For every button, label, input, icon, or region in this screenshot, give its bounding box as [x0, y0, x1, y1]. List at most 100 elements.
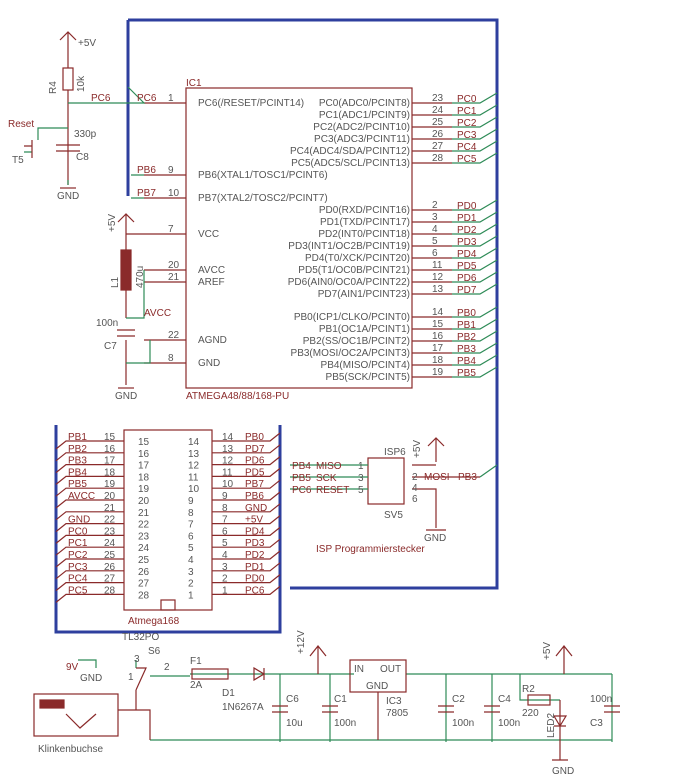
- header-right-outer-num: 11: [222, 467, 233, 478]
- header-left-inner-num: 19: [138, 484, 150, 495]
- header-right-outer-num: 10: [222, 479, 234, 490]
- reset-circuit: +5V R4 10k 330p C8 Reset T5 GND: [8, 31, 112, 202]
- ic1-right-pin-num: 4: [432, 224, 438, 235]
- ic1-right-pin-name: PB2(SS/OC1B/PCINT2): [303, 336, 410, 347]
- header-right-inner-num: 2: [188, 579, 194, 590]
- header-left-outer-num: 22: [104, 515, 116, 526]
- header-right-outer-num: 7: [222, 515, 228, 526]
- supply-switch-ref: S6: [148, 646, 161, 657]
- filter-gnd: GND: [115, 391, 137, 402]
- isp-left-net: PC6: [292, 485, 312, 496]
- ic1-left-pin-name: AREF: [198, 277, 225, 288]
- supply-vin: +12V: [296, 630, 307, 654]
- isp-pin-2: 2: [412, 472, 418, 483]
- header-right-net: PD5: [245, 467, 265, 478]
- header-right-net: PD0: [245, 574, 265, 585]
- header-left-net: PB3: [68, 456, 87, 467]
- ic1-right-pin-name: PC4(ADC4/SDA/PCINT12): [290, 146, 410, 157]
- ic1-right-pin-num: 18: [432, 355, 444, 366]
- ic1-left-pin-num: 7: [168, 224, 174, 235]
- ic1-right-pin-name: PB1(OC1A/PCINT1): [319, 324, 410, 335]
- ic1-right-net-label: PB3: [457, 344, 476, 355]
- ic1-right-net-label: PD6: [457, 273, 477, 284]
- header-right-wires: [212, 432, 281, 595]
- ic1-right-pin-name: PD2(INT0/PCINT18): [318, 229, 410, 240]
- header-right-net: PD1: [245, 562, 265, 573]
- header-left-outer-num: 15: [104, 432, 116, 443]
- ic1-right-pin-num: 19: [432, 367, 444, 378]
- isp-left-net: PB4: [292, 461, 311, 472]
- reset-c-ref: C8: [76, 152, 89, 163]
- header-right-net: PC6: [245, 585, 265, 596]
- header-left-wires: [55, 440, 124, 603]
- header-right-inner-num: 9: [188, 496, 194, 507]
- ic1-right-net-label: PD3: [457, 237, 477, 248]
- header-right-net: PD4: [245, 526, 265, 537]
- ic1-right-pin-num: 11: [432, 260, 443, 271]
- header-right-inner-num: 1: [188, 590, 194, 601]
- header-right-net: +5V: [245, 515, 263, 526]
- ic1-right-pin-name: PD3(INT1/OC2B/PCINT19): [288, 241, 410, 252]
- header-part: Atmega168: [128, 616, 180, 627]
- ic1-right-pin-num: 24: [432, 105, 444, 116]
- isp-gnd: GND: [424, 533, 446, 544]
- header-left-net: PB2: [68, 444, 87, 455]
- header-left-net: PC0: [68, 526, 88, 537]
- ic1-right-net-label: PC3: [457, 130, 477, 141]
- ic1-right-pin-num: 15: [432, 319, 444, 330]
- header-left-outer-num: 25: [104, 550, 116, 561]
- header-right-inner-num: 14: [188, 437, 200, 448]
- filter-c-val: 100n: [96, 318, 118, 329]
- supply-c3-ref: C3: [590, 718, 603, 729]
- header-left-net: PB5: [68, 479, 87, 490]
- supply-c1-val: 100n: [334, 718, 356, 729]
- ic1-right-net-label: PB1: [457, 320, 476, 331]
- header-left-outer-num: 28: [104, 585, 116, 596]
- supply-reg-ref: IC3: [386, 696, 402, 707]
- ic1-right-net-label: PC0: [457, 94, 477, 105]
- reset-r-ref: R4: [48, 81, 59, 94]
- header-right-net: PB0: [245, 432, 264, 443]
- net-label-pb7: PB7: [137, 188, 156, 199]
- ic1-right-pin-num: 28: [432, 153, 444, 164]
- supply-r2-ref: R2: [522, 684, 535, 695]
- ic1-right-pin-num: 14: [432, 307, 444, 318]
- isp-pin-6: 6: [412, 494, 418, 505]
- supply-c6-val: 10u: [286, 718, 303, 729]
- header-right-inner-num: 11: [188, 472, 199, 483]
- supply-vout: +5V: [542, 642, 553, 660]
- header-right-inner-num: 6: [188, 531, 194, 542]
- supply-c1-ref: C1: [334, 694, 347, 705]
- net-label-pc6-left: PC6: [91, 93, 111, 104]
- ic1-right-pin-name: PB3(MOSI/OC2A/PCINT3): [291, 348, 410, 359]
- isp-left-pin: 1: [358, 461, 364, 472]
- supply-fuse-ref: F1: [190, 656, 202, 667]
- ic1-left-pin-num: 10: [168, 188, 180, 199]
- isp-mosi: MOSI: [424, 472, 450, 483]
- isp-left-pin: 3: [358, 473, 364, 484]
- ic1-left-nets: PC6 PC6 PB6 PB7: [91, 86, 157, 199]
- ic1-left-pin-num: 21: [168, 272, 180, 283]
- ic1-right-pin-num: 3: [432, 212, 438, 223]
- header-right-outer-num: 5: [222, 538, 228, 549]
- supply-gnd-out: GND: [552, 766, 574, 777]
- header-left-inner-num: 23: [138, 531, 150, 542]
- ic1-left-pin-name: PB6(XTAL1/TOSC1/PCINT6): [198, 170, 328, 181]
- header-right-inner-num: 8: [188, 508, 194, 519]
- ic1-right-pin-name: PD1(TXD/PCINT17): [320, 217, 410, 228]
- header-left-net: PB4: [68, 467, 87, 478]
- net-label-pb6: PB6: [137, 165, 156, 176]
- filter-l-ref: L1: [110, 276, 121, 288]
- isp-left-signal: SCK: [316, 473, 337, 484]
- supply-reg-in: IN: [354, 664, 364, 675]
- isp-vcc: +5V: [412, 440, 423, 458]
- filter-avcc: AVCC: [144, 308, 171, 319]
- supply-diode-part: 1N6267A: [222, 702, 264, 713]
- ic1-right-pin-name: PD4(T0/XCK/PCINT20): [305, 253, 410, 264]
- supply-fuse-val: 2A: [190, 680, 203, 691]
- supply-c2-val: 100n: [452, 718, 474, 729]
- ic1-right-pin-num: 26: [432, 129, 444, 140]
